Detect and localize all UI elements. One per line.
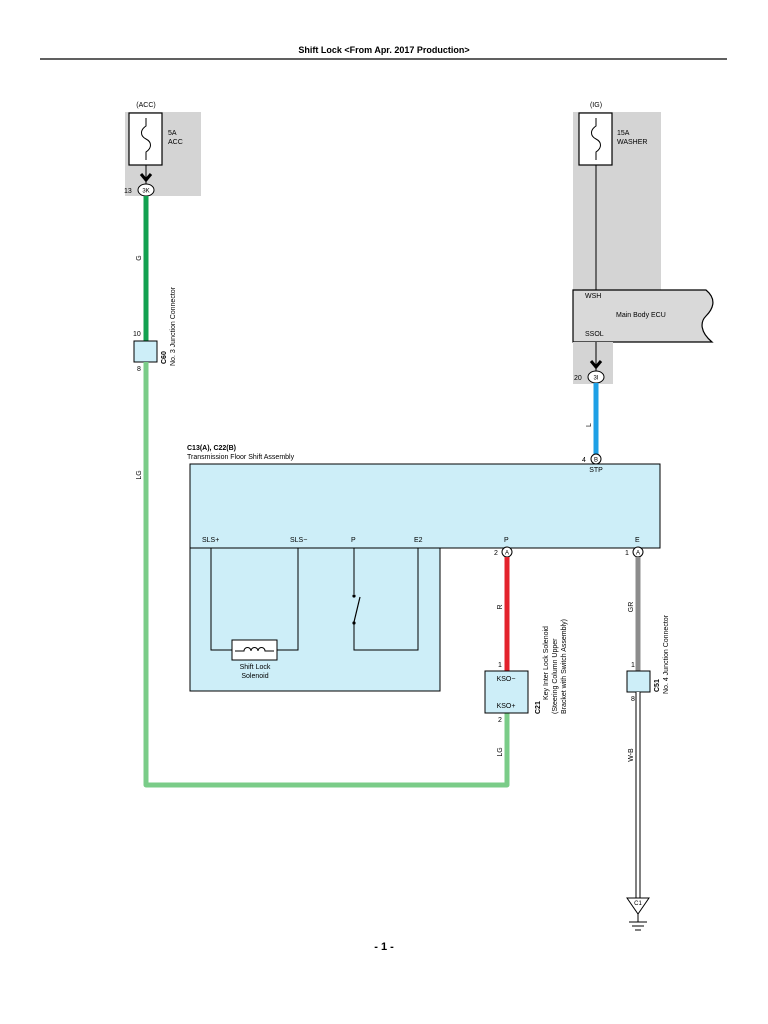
terminal-p-switch: P: [351, 537, 356, 544]
wire-wb-label: W-B: [628, 748, 635, 762]
c60-junction-connector: 10 8 C60 No. 3 Junction Connector: [133, 286, 177, 373]
acc-fuse-rating: 5A: [168, 130, 177, 137]
ig-fuse-rating: 15A: [617, 130, 630, 137]
ecu-box: [572, 289, 714, 343]
stp-pin-label: 4: [582, 457, 586, 464]
c21-name-line3: Bracket with Switch Assembly): [561, 619, 568, 714]
c51-pin-top: 1: [631, 662, 635, 669]
wire-wb: [635, 692, 641, 898]
c21-terminal-kso-plus: KSO+: [497, 703, 516, 710]
c51-code: C51: [654, 679, 661, 692]
wire-g-label: G: [136, 255, 143, 260]
p-pin-label: 2: [494, 550, 498, 557]
wire-lg: [143, 362, 510, 788]
c60-code: C60: [161, 351, 168, 364]
c21-name-line1: Key Inter Lock Solenoid: [543, 626, 550, 700]
coil-icon: [235, 647, 274, 652]
c51-junction-connector: 1 8 C51 No. 4 Junction Connector: [626, 614, 670, 703]
p-connector-label: A: [505, 551, 509, 557]
ecu-terminal-wsh: WSH: [585, 293, 601, 300]
e-connector-label: A: [636, 551, 640, 557]
c60-name: No. 3 Junction Connector: [170, 286, 177, 366]
ecu-terminal-ssol: SSOL: [585, 331, 604, 338]
c60-pin-bottom: 8: [137, 366, 141, 373]
wire-wb-core: [636, 692, 640, 898]
assembly-name: Transmission Floor Shift Assembly: [187, 454, 295, 461]
ground-icon: C1: [626, 897, 650, 931]
c60-pin-top: 10: [133, 331, 141, 338]
c21-name-line2: (Steering Column Upper: [552, 638, 559, 714]
ig-fuse-block: (IG) 15A WASHER: [573, 102, 661, 292]
acc-pin-label: 13: [124, 188, 132, 195]
main-body-ecu: WSH Main Body ECU SSOL 3I 20: [572, 289, 714, 384]
wire-r-label: R: [497, 604, 504, 609]
fuse-icon: [141, 118, 151, 160]
wire-gr-label: GR: [628, 602, 635, 613]
assembly-codes: C13(A), C22(B): [187, 445, 236, 452]
ground-triangle: [626, 897, 650, 915]
acc-fuse-block: (ACC) 5A ACC 3K 13: [124, 102, 201, 197]
c51-pin-bottom: 8: [631, 696, 635, 703]
wire-lg-left-label: LG: [136, 470, 143, 479]
switch-contact-bottom: [352, 621, 356, 625]
ground-code: C1: [634, 901, 642, 907]
terminal-e2: E2: [414, 537, 423, 544]
ecu-pin-label: 20: [574, 375, 582, 382]
c21-pin-bottom: 2: [498, 717, 502, 724]
c51-name: No. 4 Junction Connector: [663, 614, 670, 694]
ig-source-label: (IG): [590, 102, 602, 109]
solenoid-label-line1: Shift Lock: [240, 664, 271, 671]
c60-box: [133, 340, 158, 363]
switch-icon: [353, 596, 361, 623]
acc-fuse-name: ACC: [168, 139, 183, 146]
wire-lg-bottom-label: LG: [497, 747, 504, 756]
e2-circuit: [353, 548, 419, 651]
ecu-name: Main Body ECU: [616, 312, 666, 319]
stp-connector: [590, 453, 602, 465]
e-pin-label: 1: [625, 550, 629, 557]
transmission-floor-shift-assembly: C13(A), C22(B) Transmission Floor Shift …: [187, 445, 661, 692]
terminal-sls-plus: SLS+: [202, 537, 219, 544]
page-number: - 1 -: [374, 941, 394, 953]
switch-contact-top: [352, 594, 356, 598]
terminal-e: E: [635, 537, 640, 544]
ig-fuse-name: WASHER: [617, 139, 647, 146]
sls-minus-circuit: [277, 548, 299, 651]
c21-code: C21: [535, 701, 542, 714]
c21-key-inter-lock-solenoid: 1 KSO− KSO+ 2 C21 Key Inter Lock Solenoi…: [484, 619, 568, 724]
stp-connector-label: B: [594, 458, 598, 464]
sls-plus-circuit: [210, 548, 232, 651]
fuse-icon: [591, 118, 601, 160]
arrow-down-icon: [139, 173, 153, 183]
shift-lock-solenoid-box: [231, 639, 278, 661]
acc-source-label: (ACC): [136, 102, 155, 109]
terminal-sls-minus: SLS−: [290, 537, 307, 544]
page-title: Shift Lock <From Apr. 2017 Production>: [298, 45, 469, 55]
ecu-connector-label: 3I: [593, 376, 598, 382]
c21-pin-top: 1: [498, 662, 502, 669]
wire-l-label: L: [586, 423, 593, 427]
c51-box: [626, 670, 651, 693]
c21-box: [484, 670, 529, 714]
c21-terminal-kso-minus: KSO−: [497, 676, 516, 683]
acc-connector-label: 3K: [142, 189, 149, 195]
arrow-down-icon: [589, 360, 603, 370]
solenoid-label-line2: Solenoid: [241, 673, 268, 680]
stp-terminal-label: STP: [589, 467, 603, 474]
terminal-p: P: [504, 537, 509, 544]
